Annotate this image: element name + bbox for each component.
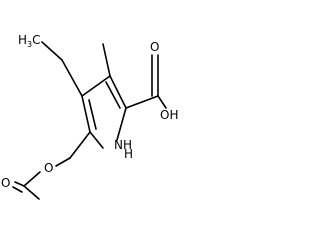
carboxyl-carbonyl-oxygen-label: O [150,40,159,54]
acetyl-carbonyl-oxygen-label: O [1,176,10,190]
bond-c4-c3 [81,75,111,97]
pyrrole-nh-label: NH [114,138,132,152]
methyl-subscript: 3 [27,40,32,49]
bond-c5-c4-double [88,99,97,130]
bond-c3-c2-double [105,81,121,109]
bond-c2-n1 [116,107,127,141]
bond-c3-c2 [109,75,127,109]
bond-carbonyl-c-o [14,181,25,187]
bond-c3-methyl [102,43,111,77]
bond-carbonyl-c-ch3 [23,185,40,200]
bond-ch2-o [55,157,71,167]
bond-cooh-c-oh [157,95,167,109]
bond-ch2-c4 [61,59,83,97]
bond-o-carbonyl-c [23,171,41,187]
chemical-structure: H3C O OH NH H O O [1,33,178,200]
ester-oxygen-label: O [44,161,53,175]
bond-c5-c4 [81,95,91,133]
methyl-h: H [18,33,27,47]
bond-c2-cooh [125,95,159,109]
methyl-c: C [32,33,40,47]
bond-n1-c5 [89,131,104,149]
bond-ch3-ch2 [41,41,63,61]
bond-c5-ch2 [69,131,91,159]
pyrrole-h-label: H [124,147,133,161]
carboxyl-hydroxyl-label: OH [160,108,178,122]
bond-carbonyl-c-o-double [12,186,23,193]
methyl-label: H3C [18,33,41,49]
